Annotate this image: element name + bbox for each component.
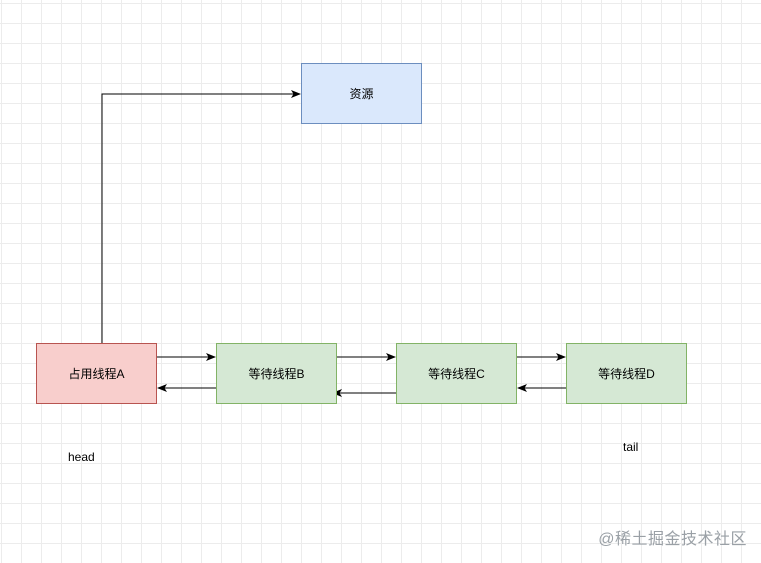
thread-c-label: 等待线程C [428, 367, 485, 381]
thread-b-label: 等待线程B [248, 367, 305, 381]
resource-node[interactable]: 资源 [301, 63, 422, 124]
tail-label: tail [623, 440, 639, 454]
thread-d-label: 等待线程D [598, 367, 655, 381]
watermark: @稀土掘金技术社区 [598, 531, 747, 548]
edge-thread-a-to-resource [101, 90, 301, 343]
resource-label: 资源 [349, 87, 374, 101]
thread-d-node[interactable]: 等待线程D [566, 343, 687, 404]
thread-a-node[interactable]: 占用线程A [36, 343, 157, 404]
head-label: head [68, 450, 95, 464]
thread-c-node[interactable]: 等待线程C [396, 343, 517, 404]
thread-b-node[interactable]: 等待线程B [216, 343, 337, 404]
thread-a-label: 占用线程A [68, 367, 125, 381]
